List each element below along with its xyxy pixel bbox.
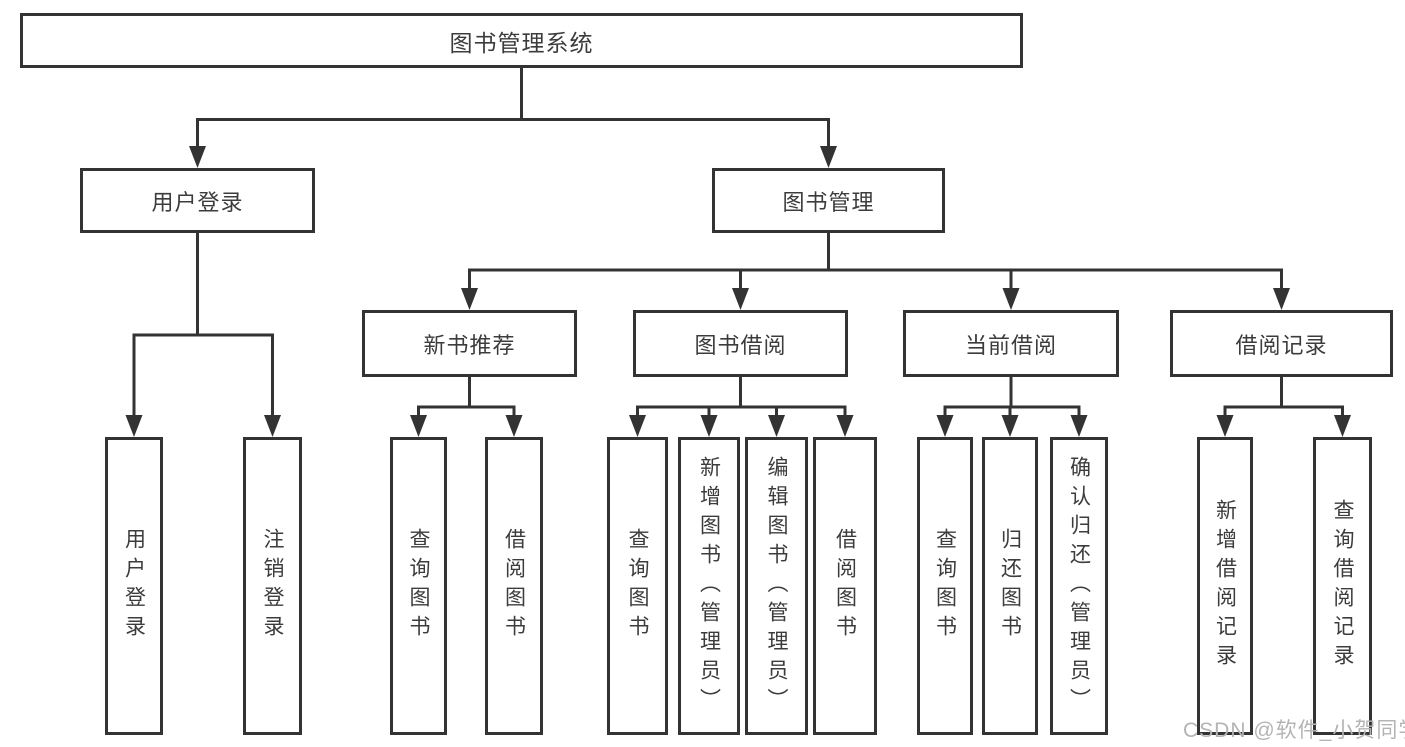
leaf-return-books-label: 归还图书 [998, 528, 1022, 644]
csdn-watermark: CSDN @软件_小贺同学 [1183, 719, 1405, 742]
leaf-add-book-admin: 新增图书（管理员） [678, 437, 740, 735]
leaf-query-books-recommend-label: 查询图书 [407, 528, 430, 644]
leaf-add-book-admin-label: 新增图书（管理员） [697, 455, 721, 717]
node-current-borrow-label: 当前借阅 [964, 332, 1057, 358]
leaf-logout-label: 注销登录 [261, 528, 284, 644]
leaf-edit-book-admin-label: 编辑图书（管理员） [765, 455, 788, 717]
node-book-borrow-label: 图书借阅 [694, 332, 787, 358]
leaf-return-books: 归还图书 [982, 437, 1038, 735]
leaf-user-login-label: 用户登录 [122, 528, 146, 644]
leaf-add-borrow-record-label: 新增借阅记录 [1213, 499, 1237, 673]
leaf-query-books-borrow: 查询图书 [607, 437, 668, 735]
node-borrow-records: 借阅记录 [1170, 310, 1393, 377]
leaf-borrow-books-recommend: 借阅图书 [485, 437, 543, 735]
leaf-borrow-books-recommend-label: 借阅图书 [502, 528, 526, 644]
node-book-management-label: 图书管理 [782, 189, 875, 215]
leaf-query-books-borrow-label: 查询图书 [626, 528, 649, 644]
leaf-logout: 注销登录 [243, 437, 302, 735]
node-current-borrow: 当前借阅 [903, 310, 1119, 377]
leaf-query-books-current: 查询图书 [917, 437, 973, 735]
leaf-user-login: 用户登录 [105, 437, 163, 735]
node-root-label: 图书管理系统 [449, 29, 594, 56]
leaf-borrow-books: 借阅图书 [813, 437, 877, 735]
node-root-system: 图书管理系统 [20, 13, 1023, 68]
node-borrow-records-label: 借阅记录 [1235, 332, 1328, 358]
leaf-query-books-recommend: 查询图书 [390, 437, 447, 735]
leaf-query-books-current-label: 查询图书 [933, 528, 957, 644]
node-book-borrow: 图书借阅 [633, 310, 848, 377]
leaf-query-borrow-record: 查询借阅记录 [1313, 437, 1372, 735]
leaf-borrow-books-label: 借阅图书 [833, 528, 857, 644]
node-new-book-recommend: 新书推荐 [362, 310, 577, 377]
leaf-confirm-return-admin-label: 确认归还（管理员） [1067, 455, 1091, 717]
node-user-login: 用户登录 [80, 168, 315, 233]
node-book-management: 图书管理 [712, 168, 945, 233]
leaf-confirm-return-admin: 确认归还（管理员） [1050, 437, 1108, 735]
leaf-edit-book-admin: 编辑图书（管理员） [745, 437, 808, 735]
leaf-query-borrow-record-label: 查询借阅记录 [1331, 499, 1354, 673]
node-user-login-label: 用户登录 [151, 189, 244, 215]
node-new-book-recommend-label: 新书推荐 [423, 332, 516, 358]
leaf-add-borrow-record: 新增借阅记录 [1197, 437, 1253, 735]
